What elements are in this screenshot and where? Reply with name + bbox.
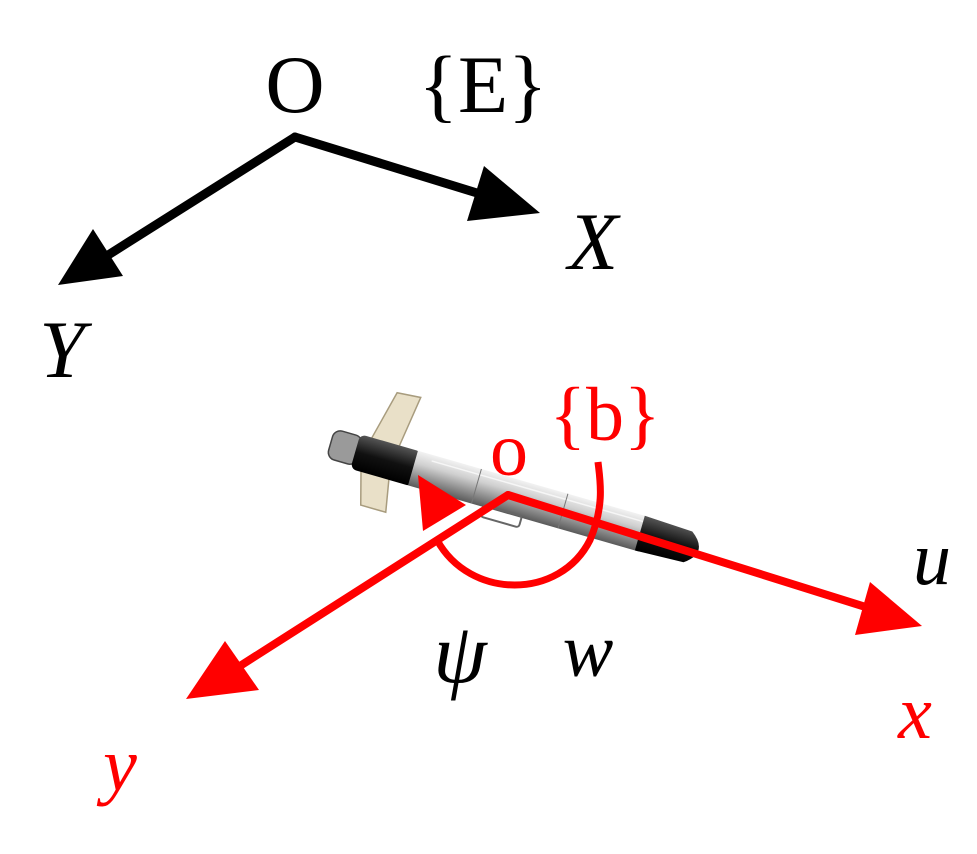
earth-x-axis-label: X [565,196,621,287]
body-origin-label: o [490,408,528,492]
body-x-axis-arrowhead [855,582,922,635]
yaw-rate-label: w [563,609,614,693]
yaw-angle-arc [433,461,604,589]
vehicle-tail-section [351,435,421,486]
yaw-angle-label: ψ [433,605,488,701]
earth-y-axis-arrowhead [58,229,123,285]
body-y-axis-line [236,491,512,670]
body-frame: o {b} x y [96,373,932,807]
body-x-axis-label: x [897,671,932,755]
earth-x-axis-arrowhead [467,166,540,221]
earth-frame: O {E} X Y [39,39,621,395]
body-y-axis-arrowhead [186,641,259,699]
earth-origin-label: O [265,39,324,130]
yaw-angle-arc-arrowhead [418,475,466,531]
body-x-axis-line [504,491,876,613]
earth-x-axis-line [290,132,495,202]
earth-frame-label: {E} [419,39,548,130]
motion-quantities: u ψ w [433,517,951,701]
surge-velocity-label: u [913,517,951,601]
earth-y-axis-label: Y [39,304,92,395]
earth-y-axis-line [100,132,300,262]
body-y-axis-label: y [96,723,137,807]
body-frame-label: {b} [550,373,661,457]
